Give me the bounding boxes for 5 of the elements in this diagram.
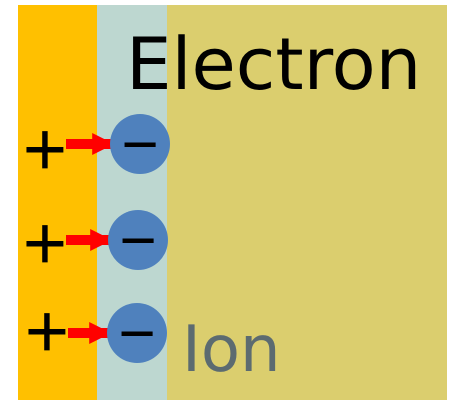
- region-label: Ion: [182, 318, 281, 382]
- positive-charge: +: [20, 118, 70, 182]
- positive-charge: +: [20, 212, 70, 276]
- positive-charge: +: [22, 300, 72, 364]
- region-label: Electron: [126, 28, 422, 100]
